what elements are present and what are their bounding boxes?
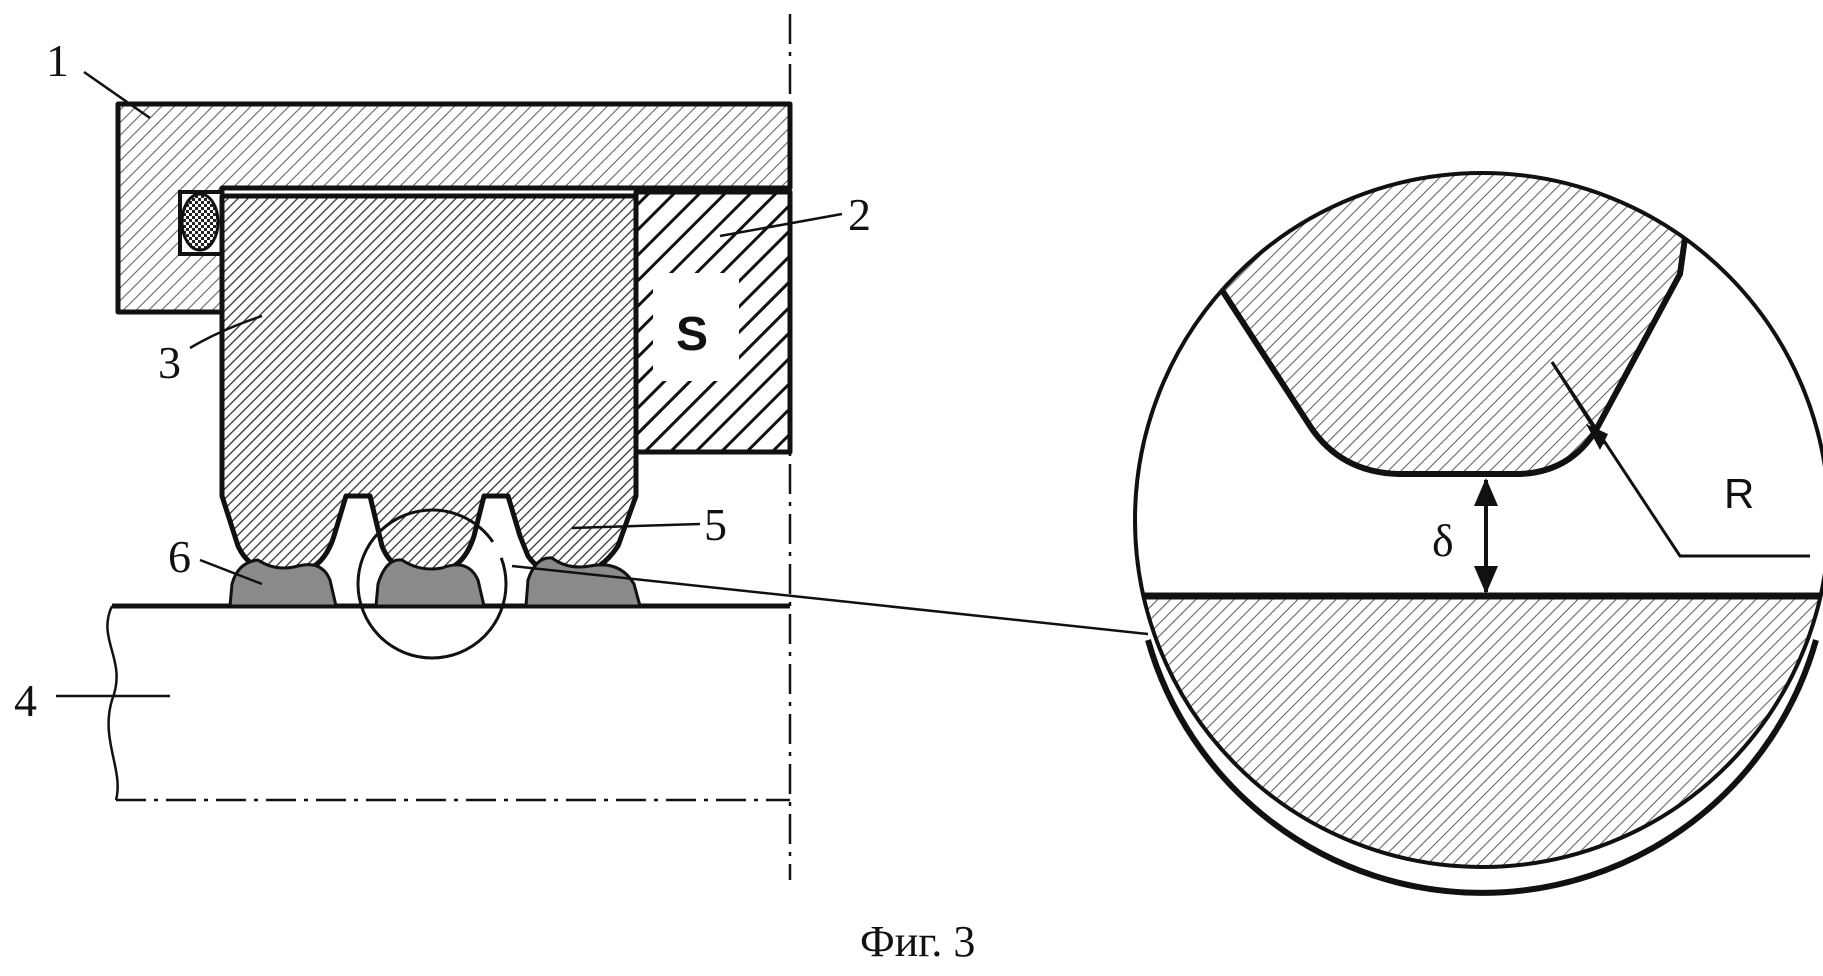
gap-arrow-bottom <box>1474 566 1498 594</box>
deposit-1-part-6 <box>228 558 338 608</box>
deposit-2-part-6 <box>374 558 486 608</box>
leader-6 <box>199 558 263 586</box>
label-part-2: 2 <box>848 189 871 240</box>
label-gap-delta: δ <box>1432 515 1454 566</box>
label-part-6: 6 <box>168 531 191 582</box>
detail-circle <box>1133 171 1823 869</box>
gap-arrow-top <box>1474 478 1498 506</box>
shaft-break-line <box>106 605 119 801</box>
detail-tooth <box>1157 173 1703 477</box>
label-chamber-s: S <box>676 308 708 361</box>
detail-shaft <box>1135 596 1823 867</box>
leader-3 <box>189 314 263 350</box>
leader-1 <box>83 70 151 120</box>
detail-marker-circle <box>356 508 508 660</box>
label-part-4: 4 <box>14 675 37 726</box>
radius-line-to-arc <box>1550 361 1606 445</box>
seal-body-part-3 <box>219 193 639 575</box>
chamber-s <box>653 273 739 381</box>
o-ring <box>180 192 220 252</box>
figure-caption: Фиг. 3 <box>860 917 975 966</box>
detail-circle-bottom-arc <box>1145 639 1819 896</box>
label-part-3: 3 <box>158 337 181 388</box>
leader-5 <box>571 522 701 530</box>
label-part-1: 1 <box>46 35 69 86</box>
leader-2 <box>719 212 843 238</box>
label-part-5: 5 <box>704 499 727 550</box>
detail-connector-line <box>511 564 1149 636</box>
label-radius-r: R <box>1724 470 1754 517</box>
